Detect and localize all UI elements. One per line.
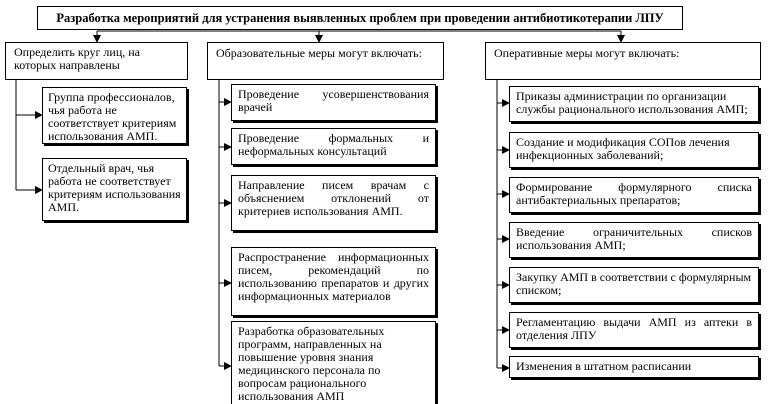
middle-item-4: Распространение информационных писем, ре… bbox=[231, 247, 436, 316]
title-box: Разработка мероприятий для устранения вы… bbox=[37, 6, 683, 30]
right-item-6-text: Регламентацию выдачи АМП из аптеки в отд… bbox=[516, 315, 752, 342]
right-item-6: Регламентацию выдачи АМП из аптеки в отд… bbox=[509, 312, 759, 348]
middle-header-text: Образовательные меры могут включать: bbox=[216, 46, 422, 60]
right-item-7-text: Изменения в штатном расписании bbox=[516, 359, 692, 373]
left-header-box: Определить круг лиц, на которых направле… bbox=[5, 42, 188, 80]
right-item-3: Формирование формулярного списка антибак… bbox=[509, 177, 759, 213]
middle-header-box: Образовательные меры могут включать: bbox=[207, 42, 444, 80]
right-header-text: Оперативные меры могут включать: bbox=[494, 46, 680, 60]
middle-item-4-text: Распространение информационных писем, ре… bbox=[238, 250, 429, 303]
left-item-2: Отдельный врач, чья работа не соответств… bbox=[42, 158, 187, 221]
middle-item-3-text: Направление писем врачам с объяснением о… bbox=[238, 178, 429, 218]
left-item-1: Группа профессионалов, чья работа не соо… bbox=[42, 87, 187, 144]
left-header-text: Определить круг лиц, на которых направле… bbox=[14, 45, 140, 72]
right-item-5: Закупку АМП в соответствии с формулярным… bbox=[509, 267, 759, 303]
right-item-2: Создание и модификация СОПов лечения инф… bbox=[509, 132, 759, 168]
right-item-4-text: Введение ограничительных списков использ… bbox=[516, 225, 752, 252]
middle-item-5: Разработка образовательных программ, нап… bbox=[231, 321, 436, 404]
middle-item-1: Проведение усовершенствования врачей bbox=[231, 84, 436, 121]
middle-item-2: Проведение формальных и неформальных кон… bbox=[231, 128, 436, 165]
middle-item-5-text: Разработка образовательных программ, нап… bbox=[238, 324, 385, 403]
title-text: Разработка мероприятий для устранения вы… bbox=[56, 11, 664, 25]
middle-item-1-text: Проведение усовершенствования врачей bbox=[238, 87, 429, 114]
right-item-1-text: Приказы администрации по организации слу… bbox=[516, 89, 748, 116]
right-header-box: Оперативные меры могут включать: bbox=[485, 42, 761, 80]
right-item-2-text: Создание и модификация СОПов лечения инф… bbox=[516, 135, 730, 162]
right-item-7: Изменения в штатном расписании bbox=[509, 356, 759, 378]
right-item-1: Приказы администрации по организации слу… bbox=[509, 86, 759, 122]
right-item-4: Введение ограничительных списков использ… bbox=[509, 222, 759, 258]
middle-item-3: Направление писем врачам с объяснением о… bbox=[231, 175, 436, 231]
right-item-3-text: Формирование формулярного списка антибак… bbox=[516, 180, 752, 207]
middle-item-2-text: Проведение формальных и неформальных кон… bbox=[238, 131, 429, 158]
left-item-2-text: Отдельный врач, чья работа не соответств… bbox=[48, 161, 181, 214]
right-item-5-text: Закупку АМП в соответствии с формулярным… bbox=[516, 270, 752, 297]
left-item-1-text: Группа профессионалов, чья работа не соо… bbox=[48, 90, 177, 143]
